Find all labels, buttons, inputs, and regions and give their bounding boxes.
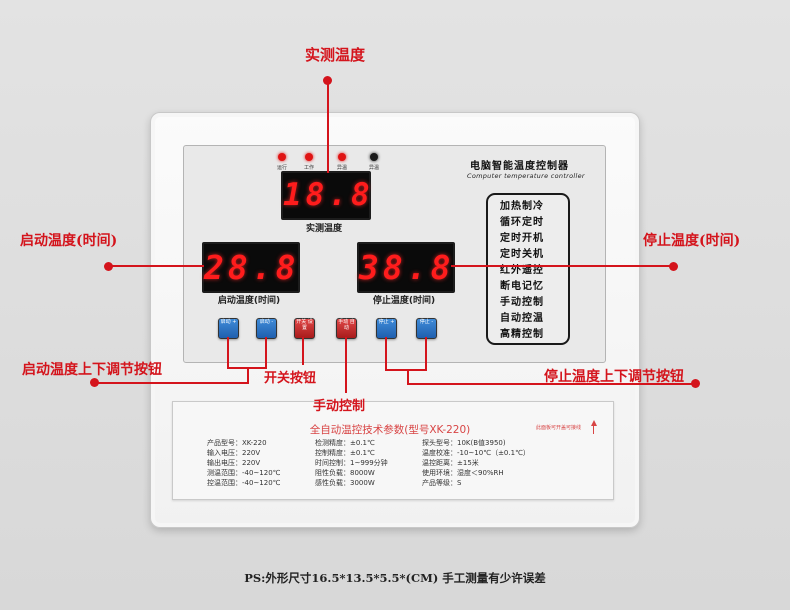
spec-cell: 产品型号：XK-220 (207, 439, 267, 447)
feature-item: 断电记忆 (500, 281, 544, 292)
callout-line (96, 382, 249, 384)
feature-item: 加热制冷 (500, 201, 544, 212)
spec-cell: 阻性负载：8000W (315, 469, 375, 477)
spec-cell: 输出电压：220V (207, 459, 261, 467)
led-work (305, 153, 313, 161)
measured-temp-display: 18.8 (281, 171, 371, 220)
device-subtitle: Computer temperature controller (467, 172, 585, 180)
spec-note: 此面板可开盖可接线 (536, 425, 582, 431)
spec-label (172, 401, 614, 500)
callout-line (227, 337, 229, 368)
led-run (278, 153, 286, 161)
callout-dot (90, 378, 99, 387)
spec-cell: 产品等级：S (422, 479, 462, 487)
feature-item: 自动控温 (500, 313, 544, 324)
led-label-alarm: 异温 (336, 165, 347, 171)
feature-item: 红外遥控 (500, 265, 544, 276)
spec-cell: 温控距离：±15米 (422, 459, 479, 467)
led-label-alarm-off: 异温 (368, 165, 379, 171)
footer-note: PS:外形尺寸16.5*13.5*5.5*(CM) 手工测量有少许误差 (244, 571, 546, 585)
callout-measured: 实测温度 (304, 46, 365, 64)
start-down-button[interactable]: 启动 - (256, 318, 277, 339)
callout-stop-temp: 停止温度(时间) (643, 233, 741, 249)
stop-temp-label: 停止温度(时间) (372, 296, 436, 306)
callout-manual: 手动控制 (313, 399, 366, 414)
feature-item: 高精控制 (500, 329, 544, 340)
callout-dot (691, 379, 700, 388)
power-button[interactable]: 开关 设置 (294, 318, 315, 339)
spec-cell: 温度校准：-10~10℃（±0.1℃） (422, 449, 530, 457)
start-up-button[interactable]: 启动 + (218, 318, 239, 339)
spec-cell: 时间控制：1~999分钟 (315, 459, 388, 467)
led-label-work: 工作 (303, 165, 314, 171)
callout-stop-adjust: 停止温度上下调节按钮 (544, 369, 684, 385)
stop-down-button[interactable]: 停止 - (416, 318, 437, 339)
callout-line (407, 383, 694, 385)
callout-dot (669, 262, 678, 271)
callout-line (247, 367, 249, 383)
feature-item: 定时关机 (500, 249, 544, 260)
callout-start-temp: 启动温度(时间) (20, 233, 118, 249)
spec-cell: 感性负载：3000W (315, 479, 375, 487)
spec-cell: 使用环境：湿度＜90%RH (422, 469, 504, 477)
callout-line (108, 265, 204, 267)
stop-temp-display: 38.8 (357, 242, 455, 293)
spec-cell: 探头型号：10K(B值3950) (422, 439, 506, 447)
up-arrow-icon (591, 420, 597, 426)
callout-line (407, 369, 409, 384)
callout-line (385, 369, 427, 371)
start-temp-label: 启动温度(时间) (217, 296, 281, 306)
start-temp-display: 28.8 (202, 242, 300, 293)
callout-line (265, 337, 267, 368)
device-title: 电脑智能温度控制器 (470, 161, 569, 172)
callout-start-adjust: 启动温度上下调节按钮 (22, 362, 162, 378)
callout-line (425, 337, 427, 370)
measured-temp-label: 实测温度 (305, 224, 342, 234)
stop-up-button[interactable]: 停止 + (376, 318, 397, 339)
callout-line (327, 80, 329, 173)
spec-cell: 测温范围：-40~120℃ (207, 469, 281, 477)
spec-cell: 控制精度：±0.1℃ (315, 449, 375, 457)
led-alarm-off (370, 153, 378, 161)
spec-cell: 输入电压：220V (207, 449, 261, 457)
spec-title: 全自动温控技术参数(型号XK-220) (309, 424, 471, 436)
feature-item: 定时开机 (500, 233, 544, 244)
feature-list-box (486, 193, 570, 345)
led-alarm (338, 153, 346, 161)
callout-line (302, 337, 304, 365)
led-label-run: 运行 (276, 165, 287, 171)
feature-item: 循环定时 (500, 217, 544, 228)
callout-power: 开关按钮 (264, 371, 317, 386)
callout-line (345, 337, 347, 393)
up-arrow-stem (593, 425, 594, 434)
manual-button[interactable]: 手动 自动 (336, 318, 357, 339)
callout-line (385, 337, 387, 370)
callout-line (451, 265, 673, 267)
spec-cell: 控温范围：-40~120℃ (207, 479, 281, 487)
spec-cell: 检测精度：±0.1℃ (315, 439, 375, 447)
feature-item: 手动控制 (500, 297, 544, 308)
